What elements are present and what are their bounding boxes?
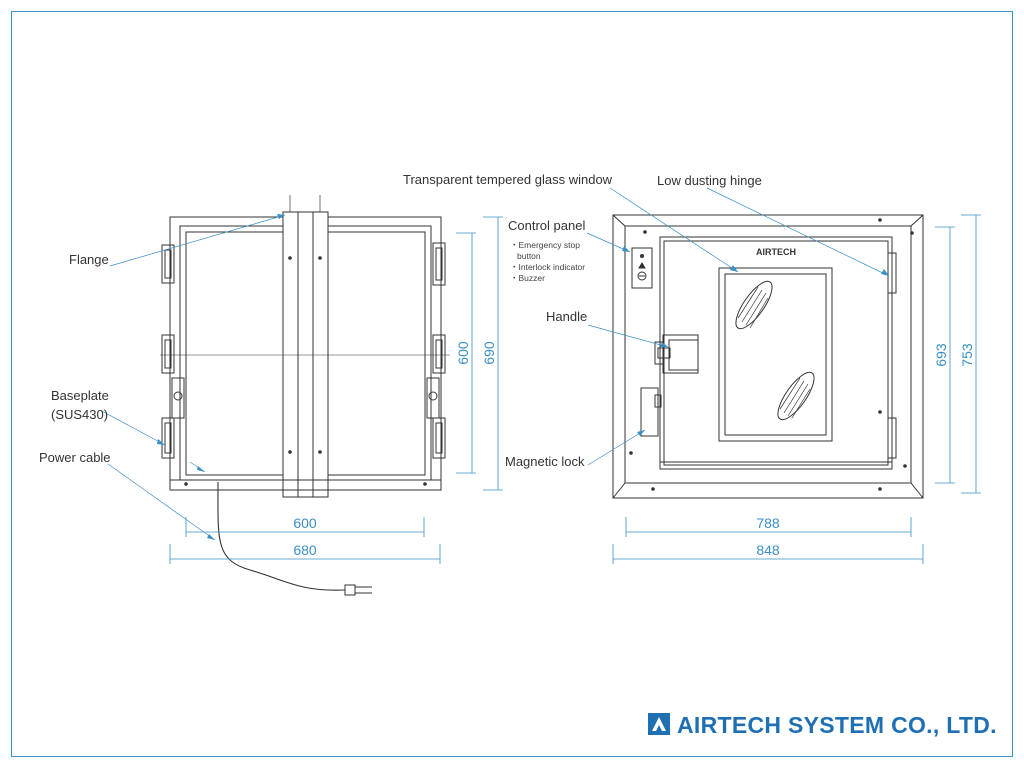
control-item-button: button: [517, 251, 541, 261]
label-hinge: Low dusting hinge: [657, 173, 762, 188]
dim-front-outer-height: 753: [959, 343, 975, 367]
front-leaders: [586, 187, 890, 466]
dim-side-inner-height: 600: [455, 341, 471, 365]
magnetic-lock: [640, 387, 659, 437]
hinge-bottom: [887, 417, 897, 459]
dim-side-inner-width: 600: [293, 515, 317, 531]
front-dimension-lines: [612, 214, 981, 564]
label-baseplate-material: (SUS430): [51, 407, 108, 422]
company-logo-icon: [648, 713, 670, 735]
label-baseplate: Baseplate: [51, 388, 109, 403]
right-hinge-top: [432, 242, 446, 286]
front-inner-frame: [624, 225, 912, 484]
front-door: [659, 236, 893, 470]
label-control-panel: Control panel: [508, 218, 585, 233]
emergency-stop-button: [637, 271, 647, 281]
dim-front-inner-width: 788: [756, 515, 780, 531]
handle: [662, 334, 699, 374]
glass-window: [718, 267, 833, 442]
power-plug: [344, 584, 356, 596]
label-magnetic-lock: Magnetic lock: [505, 454, 585, 469]
glass-reflection-bottom: [777, 371, 815, 421]
control-item-buzzer: ・Buzzer: [510, 273, 545, 283]
company-name: AIRTECH SYSTEM CO., LTD.: [677, 712, 997, 738]
front-outer-frame: [612, 214, 924, 499]
label-handle: Handle: [546, 309, 587, 324]
front-view: [612, 214, 924, 499]
control-item-emergency: ・Emergency stop: [510, 240, 580, 250]
side-leaders: [99, 214, 286, 541]
dim-side-outer-height: 690: [481, 341, 497, 365]
flange-band: [282, 211, 329, 498]
dim-side-outer-width: 680: [293, 542, 317, 558]
label-power-cable: Power cable: [39, 450, 111, 465]
power-cable-line: [217, 481, 346, 591]
label-flange: Flange: [69, 252, 109, 267]
side-view: [160, 195, 450, 596]
drawing-border: [11, 11, 1013, 757]
dim-front-outer-width: 848: [756, 542, 780, 558]
left-hinge-top: [161, 244, 175, 284]
hinge-top: [887, 252, 897, 294]
right-hinge-mid: [432, 334, 446, 374]
left-hinge-mid: [161, 334, 175, 374]
glass-reflection-top: [735, 280, 773, 330]
control-panel-box: [631, 247, 653, 289]
right-hinge-bottom: [432, 417, 446, 459]
control-item-interlock: ・Interlock indicator: [510, 262, 585, 272]
side-dimension-lines: [169, 216, 503, 564]
left-hinge-bottom: [161, 417, 175, 459]
label-glass-window: Transparent tempered glass window: [403, 172, 613, 187]
door-brand-label: AIRTECH: [756, 247, 796, 257]
dim-front-inner-height: 693: [933, 343, 949, 367]
